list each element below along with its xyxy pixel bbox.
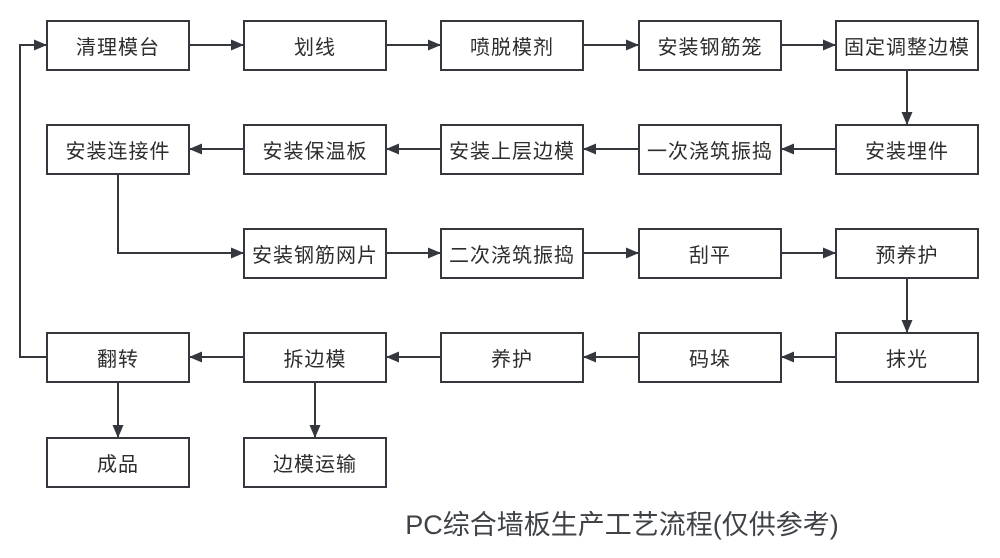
node-finished-product: 成品 (46, 437, 190, 488)
node-marking: 划线 (243, 20, 387, 71)
node-second-pour-vibrate: 二次浇筑振捣 (440, 228, 584, 279)
node-screeding: 刮平 (638, 228, 782, 279)
node-install-rebar-cage: 安装钢筋笼 (638, 20, 782, 71)
node-install-rebar-mesh: 安装钢筋网片 (243, 228, 387, 279)
node-fix-adjust-side-molds: 固定调整边模 (835, 20, 979, 71)
edge-flipping-to-clean-loop (19, 39, 47, 358)
node-install-connectors: 安装连接件 (46, 124, 190, 175)
edge-connectors-to-mesh (117, 175, 244, 259)
node-curing: 养护 (440, 332, 584, 383)
node-stacking: 码垛 (638, 332, 782, 383)
node-install-insulation-board: 安装保温板 (243, 124, 387, 175)
diagram-title: PC综合墙板生产工艺流程(仅供参考) (405, 510, 839, 540)
node-remove-side-molds: 拆边模 (243, 332, 387, 383)
node-install-embedded-parts: 安装埋件 (835, 124, 979, 175)
node-flipping: 翻转 (46, 332, 190, 383)
node-install-upper-side-molds: 安装上层边模 (440, 124, 584, 175)
node-clean-mold-table: 清理模台 (46, 20, 190, 71)
node-pre-curing: 预养护 (835, 228, 979, 279)
node-first-pour-vibrate: 一次浇筑振捣 (638, 124, 782, 175)
node-spray-release-agent: 喷脱模剂 (440, 20, 584, 71)
node-troweling: 抹光 (835, 332, 979, 383)
node-side-mold-transport: 边模运输 (243, 437, 387, 488)
